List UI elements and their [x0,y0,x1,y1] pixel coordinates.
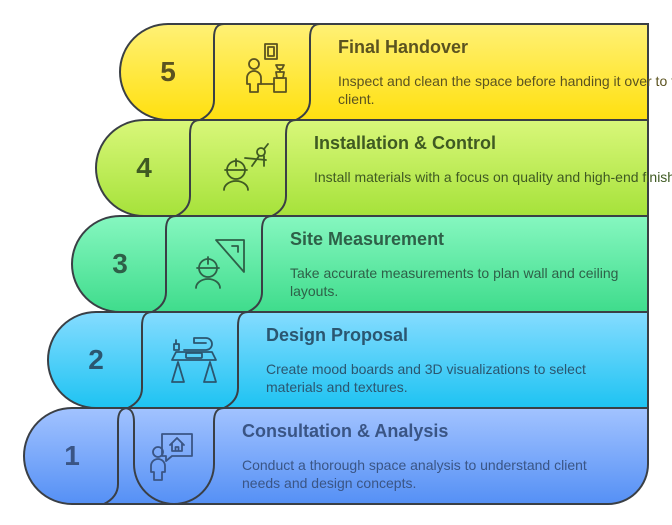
drafting-desk-icon [171,337,217,383]
step-divider [103,407,129,505]
engineer-compass-icon [223,143,269,191]
step-title: Consultation & Analysis [242,421,449,441]
step-description: Create mood boards and 3D visualizations… [266,361,586,395]
step-title: Installation & Control [314,133,496,153]
step-number: 1 [64,440,80,471]
step-divider [295,23,321,121]
step-divider [247,215,273,313]
step-shape [95,119,649,217]
step-divider [199,23,225,121]
step-4 [95,119,649,217]
step-description: Inspect and clean the space before handi… [338,73,672,107]
step-description: Install materials with a focus on qualit… [314,169,672,185]
step-divider [175,119,201,217]
step-shape [47,311,649,409]
step-number: 2 [88,344,104,375]
step-title: Design Proposal [266,325,409,345]
step-shape [119,23,649,121]
engineer-set-square-icon [195,239,245,289]
step-title: Site Measurement [290,229,445,249]
step-number: 4 [136,152,152,183]
step-5 [119,23,649,121]
step-1 [23,407,649,506]
step-divider [123,407,225,506]
step-description: Conduct a thorough space analysis to und… [242,457,587,491]
step-divider [127,311,153,409]
step-divider [151,215,177,313]
step-description: Take accurate measurements to plan wall … [290,265,619,299]
step-number: 5 [160,56,176,87]
step-3 [71,215,649,313]
step-shape [23,407,649,505]
consultation-house-icon [150,433,193,481]
step-2 [47,311,649,409]
handover-icon [246,43,287,93]
step-divider [223,311,249,409]
step-number: 3 [112,248,128,279]
step-divider [271,119,297,217]
step-title: Final Handover [338,37,469,57]
